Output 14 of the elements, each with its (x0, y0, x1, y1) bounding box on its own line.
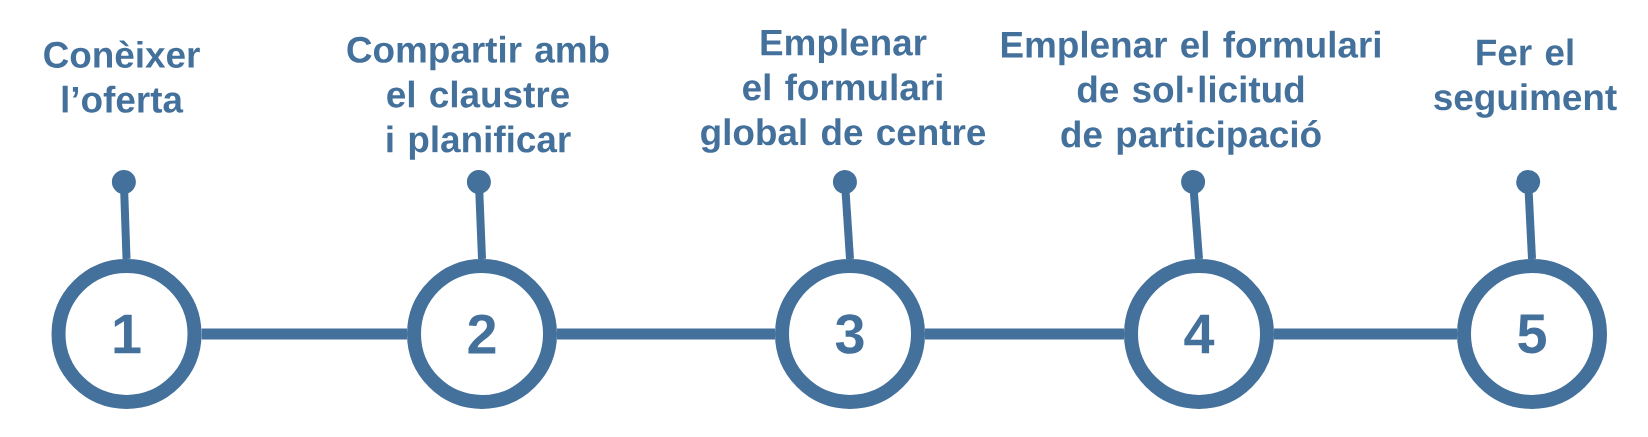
leader-line (832, 169, 857, 260)
step-label: Conèixer l’oferta (44, 40, 200, 113)
connector-line (201, 328, 407, 340)
leader-line (466, 170, 491, 260)
leader-line (1181, 169, 1206, 260)
step-label: Fer el seguiment (1434, 38, 1617, 118)
connector-line (557, 328, 775, 340)
connector-line (925, 328, 1124, 340)
step-label: Emplenar el formulari de sol·licitud de participació (1001, 30, 1380, 155)
step-label: Emplenar el formulari global de centre (701, 28, 986, 153)
leader-line (1516, 169, 1541, 260)
connector-line (1274, 328, 1457, 340)
leader-line (111, 169, 136, 260)
step-label: Compartir amb el claustre i planificar (347, 35, 609, 160)
